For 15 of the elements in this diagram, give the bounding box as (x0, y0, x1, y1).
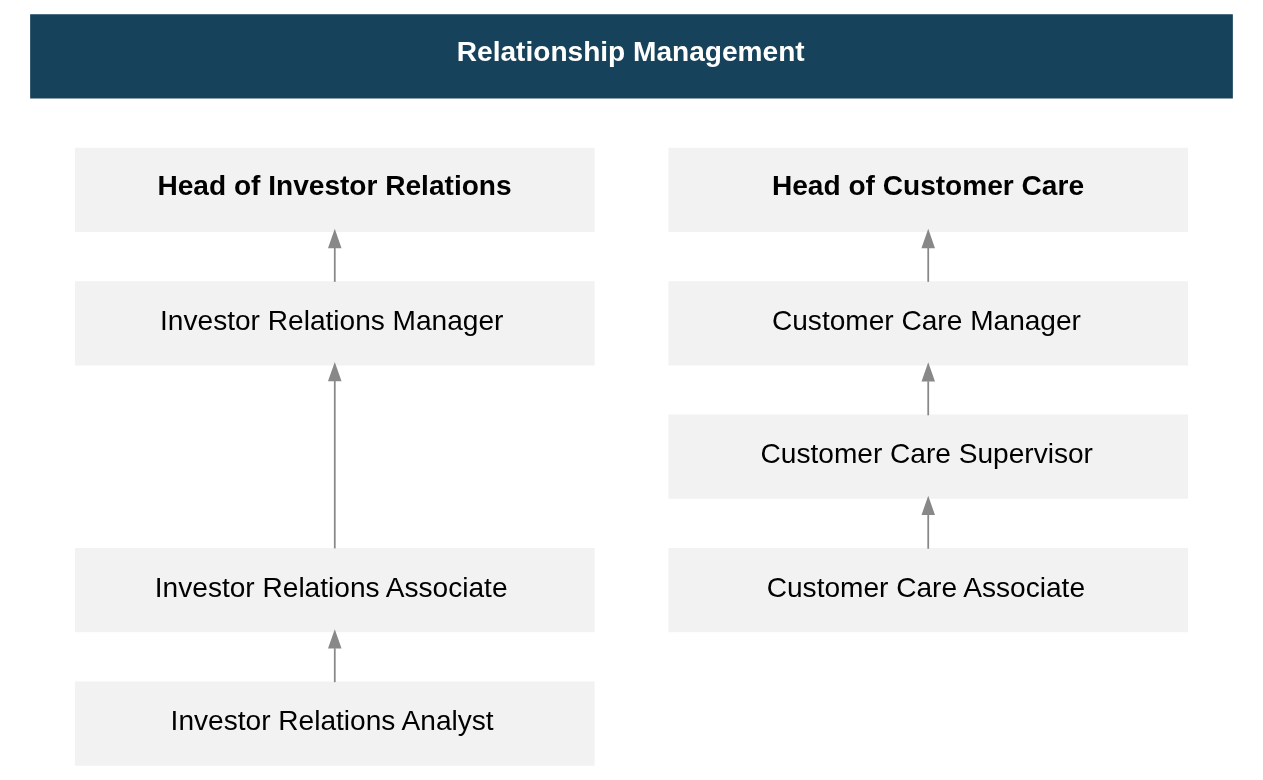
node-box: Customer Care Associate (668, 548, 1189, 633)
node-box: Customer Care Manager (668, 281, 1189, 366)
arrow (328, 361, 342, 550)
node-box: Head of Investor Relations (74, 147, 595, 232)
arrow (921, 362, 935, 417)
node-box: Investor Relations Analyst (74, 681, 595, 766)
arrow (328, 228, 342, 283)
arrow (921, 495, 935, 550)
node-box: Relationship Management (30, 14, 1233, 99)
node-box: Head of Customer Care (668, 147, 1189, 232)
node-box: Investor Relations Manager (74, 281, 595, 366)
node-box: Customer Care Supervisor (668, 414, 1189, 499)
node-box: Investor Relations Associate (74, 548, 595, 633)
arrow (328, 629, 342, 684)
arrow (921, 228, 935, 283)
